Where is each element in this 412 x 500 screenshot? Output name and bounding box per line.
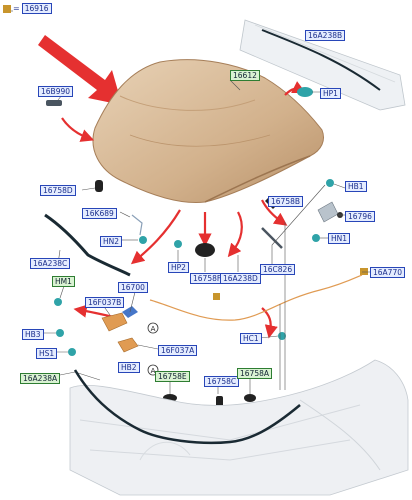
callout-16758B[interactable]: 16758B xyxy=(268,196,304,207)
callout-16K689[interactable]: 16K689 xyxy=(82,208,117,219)
callout-HS1[interactable]: HS1 xyxy=(36,348,58,359)
seal-16A238A xyxy=(73,369,301,445)
cowl-panel xyxy=(239,19,406,111)
callout-16916[interactable]: 16916 xyxy=(21,3,52,14)
callout-16A770[interactable]: 16A770 xyxy=(370,267,405,278)
callout-16A238B[interactable]: 16A238B xyxy=(305,30,346,41)
seal-16A238B xyxy=(261,29,381,91)
callout-16C826[interactable]: 16C826 xyxy=(260,264,296,275)
callout-HP1[interactable]: HP1 xyxy=(320,88,341,99)
callout-HB2[interactable]: HB2 xyxy=(118,362,140,373)
callout-HN2[interactable]: HN2 xyxy=(100,236,123,247)
callout-HP2[interactable]: HP2 xyxy=(168,262,189,273)
callout-16F037A[interactable]: 16F037A xyxy=(158,345,198,356)
callout-16A238D[interactable]: 16A238D xyxy=(220,273,261,284)
front-end-structure xyxy=(69,359,409,496)
callout-HB3[interactable]: HB3 xyxy=(22,329,44,340)
small-parts xyxy=(46,87,368,408)
callout-HB1[interactable]: HB1 xyxy=(345,181,367,192)
hood-panel xyxy=(92,59,324,204)
callout-16796[interactable]: 16796 xyxy=(345,211,375,222)
callout-16758D[interactable]: 16758D xyxy=(40,185,76,196)
legend-equals: = xyxy=(13,4,20,13)
leader-lines xyxy=(11,10,370,394)
legend-color-swatch xyxy=(3,4,11,13)
legend: = 16916 xyxy=(3,3,52,14)
callout-16A238C[interactable]: 16A238C xyxy=(30,258,71,269)
callout-16758A[interactable]: 16758A xyxy=(237,368,272,379)
release-cable xyxy=(149,274,363,321)
callout-HC1[interactable]: HC1 xyxy=(240,333,262,344)
circle-marker-a-1: A xyxy=(151,325,156,333)
big-red-arrow xyxy=(38,35,122,105)
callout-16700[interactable]: 16700 xyxy=(118,282,148,293)
callout-16758C[interactable]: 16758C xyxy=(204,376,240,387)
seal-16A238C xyxy=(44,213,131,277)
callout-16612[interactable]: 16612 xyxy=(230,70,260,81)
circle-marker-a-2: A xyxy=(151,367,156,375)
callout-HN1[interactable]: HN1 xyxy=(328,233,351,244)
callout-16A238A[interactable]: 16A238A xyxy=(20,373,61,384)
callout-16F037B[interactable]: 16F037B xyxy=(85,297,125,308)
callout-16758E[interactable]: 16758E xyxy=(155,371,190,382)
callout-16B990[interactable]: 16B990 xyxy=(38,86,74,97)
callout-HM1[interactable]: HM1 xyxy=(52,276,75,287)
